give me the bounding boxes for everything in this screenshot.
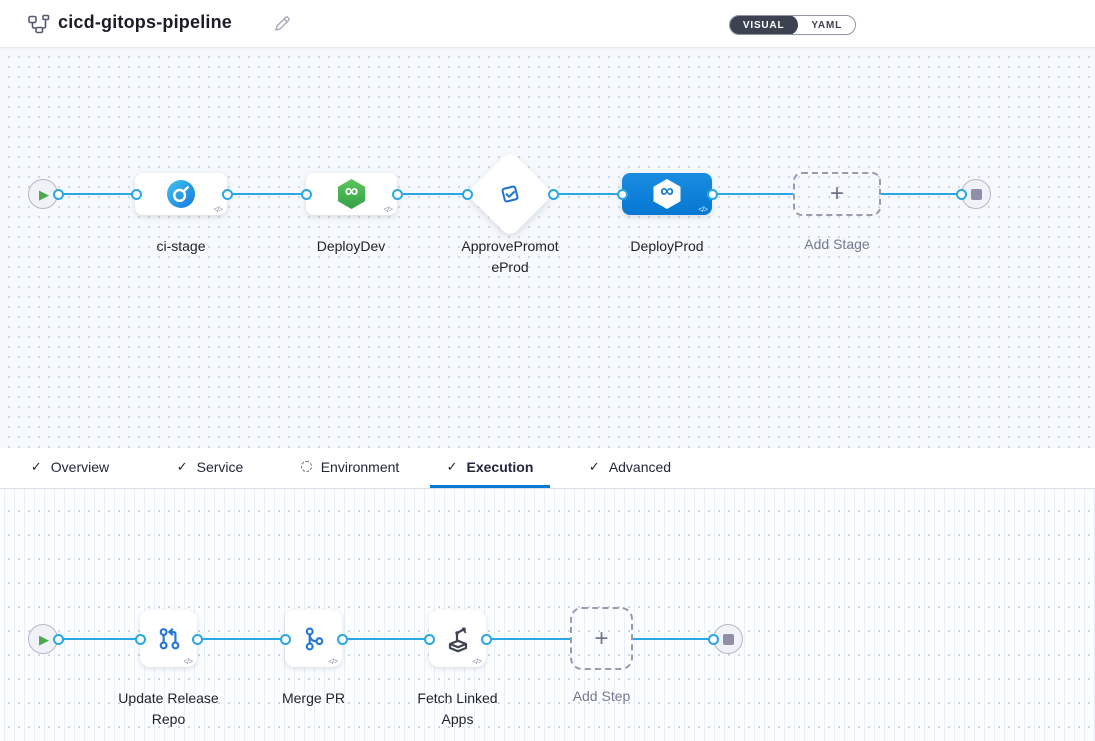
connector-line — [553, 193, 622, 195]
view-toggle: VISUAL YAML — [728, 15, 856, 35]
code-icon: </> — [472, 657, 482, 666]
connector-line — [397, 193, 467, 195]
port — [707, 633, 719, 645]
cd-deploy-icon: ∞ — [653, 179, 681, 209]
code-icon: </> — [328, 657, 338, 666]
stage-label: ci-stage — [156, 238, 206, 254]
toggle-yaml-button[interactable]: YAML — [811, 19, 842, 31]
stop-icon — [970, 188, 982, 200]
plus-icon: + — [594, 624, 609, 652]
port — [52, 633, 64, 645]
port — [423, 633, 435, 645]
stage-node-approvepromoteprod[interactable] — [466, 150, 554, 238]
port — [480, 633, 492, 645]
port — [279, 633, 291, 645]
check-icon: ✓ — [176, 459, 188, 474]
ci-build-icon — [167, 180, 195, 208]
add-stage-button[interactable]: + — [793, 172, 881, 216]
step-label: Update Release Repo — [118, 690, 219, 727]
stage-node-ci-stage[interactable]: </> — [135, 173, 227, 215]
step-node-merge-pr[interactable]: </> — [285, 610, 342, 667]
step-node-fetch-linked-apps[interactable]: </> — [429, 610, 486, 667]
tab-service[interactable]: ✓ Service — [176, 458, 244, 475]
connector-line — [633, 638, 713, 640]
port — [616, 188, 628, 200]
port — [547, 188, 559, 200]
toggle-visual-button[interactable]: VISUAL — [729, 16, 799, 34]
check-icon: ✓ — [588, 459, 600, 474]
connector-line — [712, 193, 793, 195]
port — [706, 188, 718, 200]
port — [461, 188, 473, 200]
stage-label: DeployDev — [316, 238, 386, 254]
stage-canvas[interactable]: ▶ </> ∞ </> — [0, 48, 1095, 448]
connector-line — [227, 193, 306, 195]
port — [191, 633, 203, 645]
code-icon: </> — [213, 205, 223, 214]
page-title: cicd-gitops-pipeline — [58, 12, 233, 32]
port — [134, 633, 146, 645]
add-step-label: Add Step — [572, 688, 631, 704]
connector-line — [881, 193, 961, 195]
add-stage-label: Add Stage — [804, 236, 870, 252]
port — [336, 633, 348, 645]
connector-line — [486, 638, 570, 640]
edit-pencil-icon[interactable] — [273, 15, 291, 33]
stop-icon — [722, 633, 734, 645]
step-node-update-release-repo[interactable]: </> — [140, 610, 197, 667]
pipeline-start-node: ▶ — [28, 179, 58, 209]
connector-line — [342, 638, 429, 640]
step-label: Fetch Linked Apps — [417, 690, 498, 727]
plus-icon: + — [829, 180, 844, 207]
tab-environment[interactable]: Environment — [290, 448, 410, 488]
connector-line — [43, 638, 140, 640]
step-label: Merge PR — [281, 690, 346, 706]
stage-node-deploydev[interactable]: ∞ </> — [306, 173, 397, 215]
incomplete-circle-icon — [300, 461, 312, 472]
check-icon: ✓ — [30, 459, 42, 474]
stage-tabbar: ✓ Overview ✓ Service Environment ✓ Execu… — [0, 448, 1095, 489]
tab-execution[interactable]: ✓ Execution — [430, 448, 550, 488]
code-icon: </> — [383, 205, 393, 214]
port — [300, 188, 312, 200]
merge-pr-icon — [299, 624, 329, 654]
port — [130, 188, 142, 200]
tab-overview[interactable]: ✓ Overview — [30, 458, 110, 475]
check-icon: ✓ — [446, 459, 458, 474]
execution-canvas[interactable]: ▶ </> — [0, 489, 1095, 741]
add-step-button[interactable]: + — [570, 607, 633, 670]
cd-deploy-icon: ∞ — [338, 179, 365, 209]
port — [955, 188, 967, 200]
code-icon: </> — [698, 205, 708, 214]
approval-icon — [497, 181, 523, 207]
stage-node-deployprod[interactable]: ∞ </> — [622, 173, 712, 215]
connector-line — [197, 638, 285, 640]
execution-end-node — [713, 624, 743, 654]
fetch-linked-apps-icon — [442, 623, 474, 655]
code-icon: </> — [183, 657, 193, 666]
port — [391, 188, 403, 200]
pipeline-icon — [28, 14, 50, 34]
header: cicd-gitops-pipeline VISUAL YAML — [0, 0, 1095, 48]
stage-label: DeployProd — [630, 238, 704, 254]
port — [52, 188, 64, 200]
connector-line — [43, 193, 136, 195]
port — [221, 188, 233, 200]
play-icon: ▶ — [39, 631, 49, 647]
play-icon: ▶ — [39, 186, 49, 202]
tab-advanced[interactable]: ✓ Advanced — [588, 458, 672, 475]
update-release-repo-icon — [154, 624, 184, 654]
stage-label: ApprovePromoteProd — [461, 238, 559, 275]
